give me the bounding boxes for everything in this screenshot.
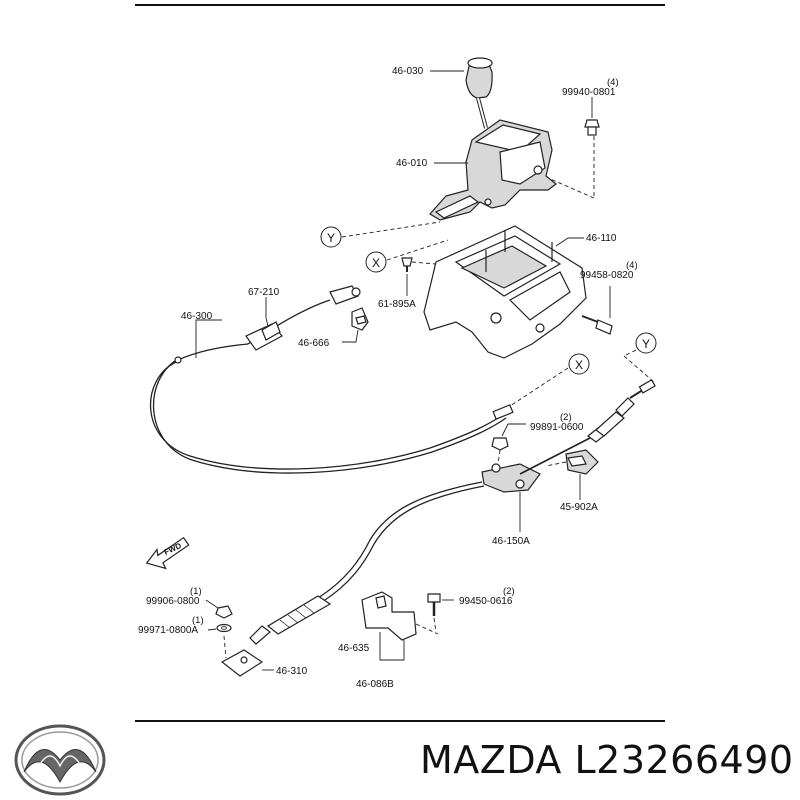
label-46-635: 46-635 — [338, 643, 370, 654]
shift-knob-part — [465, 57, 493, 129]
label-46-010: 46-010 — [396, 158, 428, 169]
label-99450-0616: 99450-0616 — [459, 596, 513, 607]
bolt-99450-part — [427, 593, 441, 616]
bracket-46-635-part — [361, 591, 417, 641]
nut-99906-part — [215, 605, 233, 619]
cable-boot-part — [249, 595, 332, 645]
nut-99891-part — [491, 437, 509, 451]
reference-x-top: X — [365, 251, 387, 273]
qty-99458: (4) — [626, 260, 638, 271]
label-46-300: 46-300 — [181, 311, 213, 322]
label-46-150a: 46-150A — [492, 536, 530, 547]
label-46-030: 46-030 — [392, 66, 424, 77]
brand-title: MAZDA L23266490 — [420, 738, 794, 782]
mount-plate-46-310 — [220, 649, 264, 677]
bracket-46-150a-part — [481, 437, 591, 493]
qty-99450: (2) — [503, 586, 515, 597]
cable-46-310 — [317, 481, 483, 599]
label-46-110: 46-110 — [586, 233, 617, 244]
qty-99940: (4) — [607, 77, 619, 88]
label-99971-0800a: 99971-0800A — [138, 625, 198, 636]
shifter-assembly-part — [429, 119, 557, 221]
ref-y-top-text: Y — [327, 231, 335, 245]
label-99940-0801: 99940-0801 — [562, 87, 616, 98]
clip-46-666-part — [351, 307, 369, 331]
washer-99971-part — [216, 623, 232, 633]
label-46-666: 46-666 — [298, 338, 330, 349]
ref-y-right-text: Y — [642, 337, 650, 351]
clip-61-895a-part — [401, 257, 413, 272]
bolt-99458-part — [581, 315, 613, 335]
label-67-210: 67-210 — [248, 287, 280, 298]
label-99906-0800: 99906-0800 — [146, 596, 200, 607]
fwd-arrow-icon: FWD — [145, 536, 190, 570]
cable-46-300 — [149, 361, 505, 470]
bracket-46-110-part — [423, 225, 587, 359]
label-61-895a: 61-895A — [378, 299, 416, 310]
connector-67-210-part — [245, 285, 361, 351]
mazda-logo-icon — [14, 724, 106, 796]
ref-x-top-text: X — [372, 256, 380, 270]
label-46-310: 46-310 — [276, 666, 308, 677]
reference-y-top: Y — [320, 226, 342, 248]
reference-x-right: X — [568, 353, 590, 375]
label-46-086b: 46-086B — [356, 679, 394, 690]
clip-45-902a-part — [565, 449, 599, 475]
cable-end-right — [587, 379, 656, 443]
qty-99971: (1) — [192, 615, 204, 626]
qty-99891: (2) — [560, 412, 572, 423]
bolt-99940-part — [584, 119, 600, 136]
label-99458-0820: 99458-0820 — [580, 270, 634, 281]
label-99891-0600: 99891-0600 — [530, 422, 584, 433]
ref-x-right-text: X — [575, 358, 583, 372]
label-45-902a: 45-902A — [560, 502, 598, 513]
reference-y-right: Y — [635, 332, 657, 354]
qty-99906: (1) — [190, 586, 202, 597]
